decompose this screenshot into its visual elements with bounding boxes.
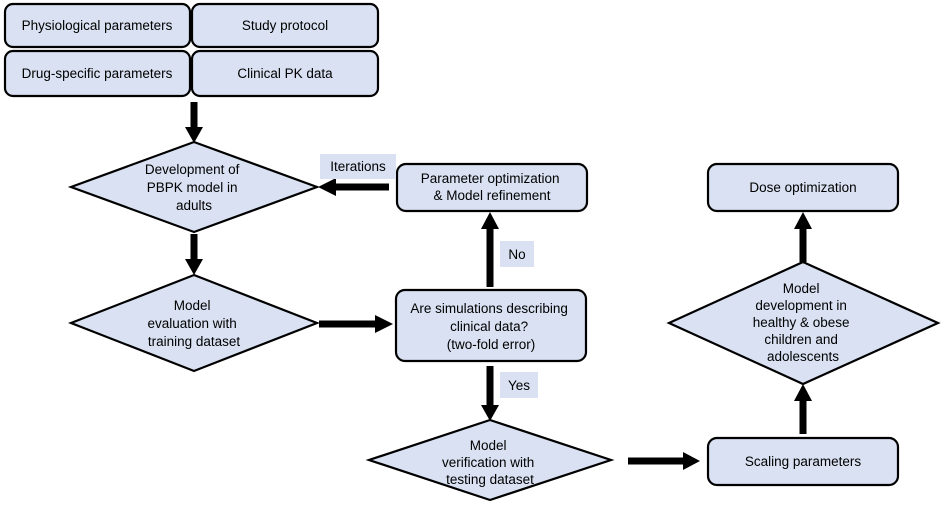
- pediatric-model-label: Model development in healthy & obese chi…: [753, 281, 854, 364]
- parameter-optimization-box: Parameter optimization & Model refinemen…: [395, 162, 589, 213]
- arrow-evaluation-to-simulations: [319, 315, 393, 333]
- model-verification-diamond: Model verification with testing dataset: [365, 418, 615, 502]
- dose-optimization-box: Dose optimization: [706, 162, 900, 213]
- arrow-development-to-evaluation: [185, 234, 203, 275]
- scaling-parameters-box: Scaling parameters: [706, 436, 900, 487]
- yes-text: Yes: [508, 378, 530, 393]
- scaling-parameters-label: Scaling parameters: [745, 454, 862, 469]
- physiological-parameters-box: Physiological parameters: [3, 2, 192, 49]
- parameter-optimization-label: Parameter optimization & Model refinemen…: [421, 171, 564, 203]
- no-text: No: [508, 247, 525, 262]
- study-protocol-label: Study protocol: [242, 18, 328, 33]
- iterations-text: Iterations: [330, 159, 386, 174]
- yes-tag: Yes: [500, 372, 538, 398]
- pediatric-model-diamond: Model development in healthy & obese chi…: [666, 260, 941, 386]
- model-verification-label: Model verification with testing dataset: [442, 438, 538, 487]
- clinical-pk-data-label: Clinical PK data: [237, 66, 333, 81]
- clinical-pk-data-box: Clinical PK data: [190, 49, 380, 98]
- no-tag: No: [500, 241, 534, 267]
- simulations-check-box: Are simulations describing clinical data…: [394, 288, 588, 363]
- drug-specific-parameters-label: Drug-specific parameters: [22, 66, 173, 81]
- arrow-verification-to-scaling: [628, 452, 700, 470]
- simulations-check-label: Are simulations describing clinical data…: [410, 301, 571, 352]
- development-pbpk-diamond: Development of PBPK model in adults: [67, 140, 321, 234]
- physiological-parameters-label: Physiological parameters: [22, 18, 173, 33]
- arrow-optimization-to-development: [318, 178, 389, 196]
- dose-optimization-label: Dose optimization: [749, 180, 856, 195]
- model-evaluation-label: Model evaluation with training dataset: [147, 298, 240, 349]
- arrow-scaling-to-pediatric: [794, 384, 812, 434]
- study-protocol-box: Study protocol: [190, 2, 380, 49]
- drug-specific-parameters-box: Drug-specific parameters: [3, 49, 192, 98]
- development-pbpk-label: Development of PBPK model in adults: [145, 162, 243, 213]
- arrow-simulations-to-verification: [481, 366, 499, 421]
- arrow-pediatric-to-dose: [794, 212, 812, 262]
- model-evaluation-diamond: Model evaluation with training dataset: [67, 273, 321, 373]
- arrow-simulations-to-optimization: [481, 212, 499, 287]
- arrow-inputs-to-development: [185, 102, 203, 143]
- iterations-tag: Iterations: [320, 154, 396, 179]
